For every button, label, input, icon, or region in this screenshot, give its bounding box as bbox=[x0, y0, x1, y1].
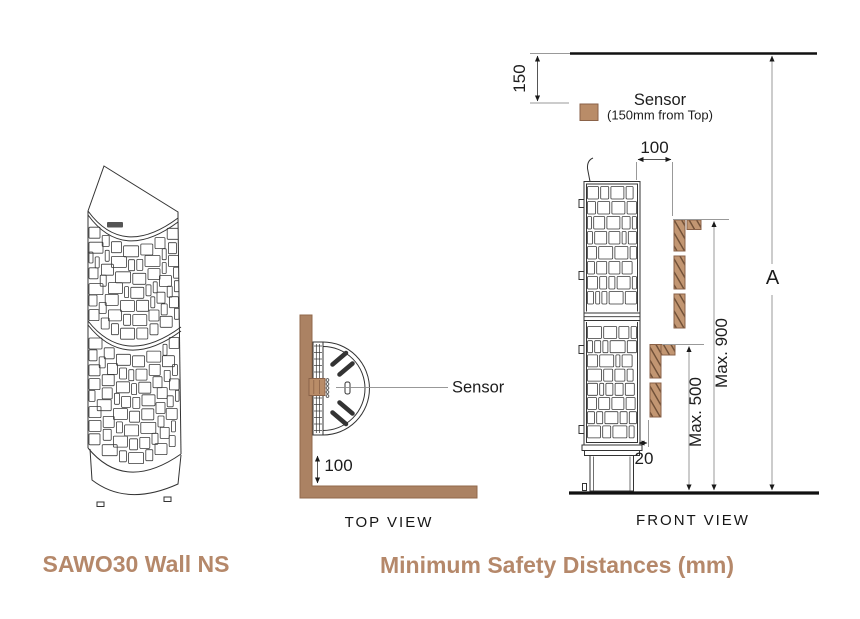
iso-back-plate bbox=[87, 165, 179, 238]
fv-dim-max500-label: Max. 500 bbox=[686, 377, 705, 447]
top-view: Sensor 100 TOP VIEW bbox=[299, 314, 505, 531]
fv-dim-20-label: 20 bbox=[635, 449, 654, 468]
fv-bottom-rim-1 bbox=[581, 444, 643, 451]
top-view-caption: TOP VIEW bbox=[345, 514, 434, 531]
fv-foot bbox=[582, 483, 587, 491]
wood-strip bbox=[673, 293, 686, 329]
iso-grille-pattern bbox=[88, 226, 180, 465]
iso-mid-seam bbox=[87, 320, 182, 351]
fv-dim-A-label: A bbox=[766, 267, 780, 289]
fv-bottom-rim-2 bbox=[584, 450, 640, 456]
fv-dim-150: 150 bbox=[510, 55, 569, 104]
tv-dim-100-label: 100 bbox=[324, 456, 352, 475]
tv-shell-outer bbox=[322, 341, 370, 436]
wood-pieces-lower bbox=[649, 344, 676, 418]
iso-base-plinth bbox=[89, 448, 182, 495]
iso-bottom-edge bbox=[87, 447, 182, 473]
wood-strip bbox=[649, 382, 662, 418]
tv-vent-slots bbox=[330, 350, 355, 427]
fv-dim-max900-label: Max. 900 bbox=[712, 318, 731, 388]
tv-dim-100: 100 bbox=[314, 455, 353, 484]
fv-mid-seam bbox=[584, 311, 640, 322]
product-title: SAWO30 Wall NS bbox=[42, 551, 229, 577]
diagram-title: Minimum Safety Distances (mm) bbox=[380, 552, 734, 578]
tv-sensor-block bbox=[308, 378, 326, 396]
front-view: 150 Sensor (150mm from Top) bbox=[510, 52, 819, 529]
fv-dim-100: 100 bbox=[636, 138, 673, 216]
front-heater-drawing bbox=[578, 157, 643, 492]
fv-grille-pattern bbox=[587, 186, 637, 439]
fv-dim-max500: Max. 500 bbox=[662, 344, 705, 491]
fv-side-clips bbox=[578, 199, 585, 434]
iso-foot-right bbox=[163, 496, 172, 502]
fv-wall-bracket-tab bbox=[586, 157, 594, 182]
fv-dim-100-label: 100 bbox=[640, 138, 668, 157]
iso-top-rim bbox=[87, 214, 179, 242]
top-view-wall bbox=[299, 314, 478, 499]
sensor-legend-sublabel: (150mm from Top) bbox=[607, 108, 713, 123]
fv-dim-20: 20 bbox=[635, 420, 654, 468]
sensor-legend-label: Sensor bbox=[634, 91, 687, 109]
wood-strip bbox=[673, 255, 686, 290]
wood-strip bbox=[660, 344, 676, 356]
front-view-caption: FRONT VIEW bbox=[636, 512, 750, 529]
fv-dim-max900: Max. 900 bbox=[673, 219, 731, 491]
tv-shell-inner bbox=[322, 346, 366, 431]
fv-dim-A: A bbox=[766, 55, 780, 491]
wood-strip bbox=[649, 344, 662, 379]
sensor-legend: Sensor (150mm from Top) bbox=[579, 91, 713, 123]
iso-right-edge bbox=[177, 217, 182, 455]
tv-sensor-label: Sensor bbox=[452, 379, 505, 397]
iso-foot-left bbox=[96, 501, 105, 507]
fv-base-pedestal bbox=[589, 455, 634, 492]
wood-strip bbox=[673, 219, 686, 252]
fv-dim-150-label: 150 bbox=[510, 64, 529, 92]
tv-coil-detail bbox=[325, 378, 330, 398]
wood-pieces-upper bbox=[673, 219, 702, 329]
wood-strip bbox=[686, 219, 702, 230]
iso-brand-label bbox=[107, 222, 123, 228]
sensor-legend-swatch bbox=[579, 103, 599, 121]
isometric-heater-drawing bbox=[87, 165, 182, 507]
